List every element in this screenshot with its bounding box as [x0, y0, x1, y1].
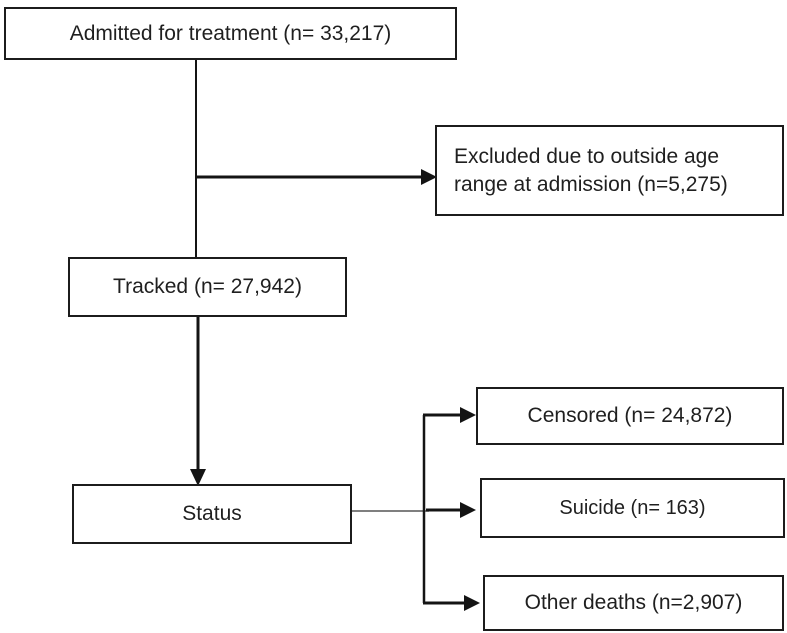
edge-status-censored	[423, 407, 476, 423]
node-status: Status	[72, 484, 352, 544]
node-status-label: Status	[182, 502, 242, 526]
edge-status-other-deaths	[423, 595, 480, 611]
arrowhead-right-icon	[460, 407, 476, 423]
node-admitted: Admitted for treatment (n= 33,217)	[4, 7, 457, 60]
edge-status-suicide	[426, 502, 476, 518]
node-admitted-label: Admitted for treatment (n= 33,217)	[69, 21, 392, 45]
node-censored-label: Censored (n= 24,872)	[527, 404, 733, 428]
node-tracked: Tracked (n= 27,942)	[68, 257, 347, 317]
edge-admitted-excluded	[196, 169, 437, 185]
node-other-deaths: Other deaths (n=2,907)	[483, 575, 784, 631]
node-excluded: Excluded due to outside age range at adm…	[435, 125, 784, 216]
node-suicide: Suicide (n= 163)	[480, 478, 785, 538]
node-censored: Censored (n= 24,872)	[476, 387, 784, 445]
node-tracked-label: Tracked (n= 27,942)	[113, 275, 302, 299]
node-suicide-label: Suicide (n= 163)	[559, 496, 706, 519]
node-excluded-label: Excluded due to outside age range at adm…	[454, 144, 728, 196]
arrowhead-right-icon	[464, 595, 480, 611]
node-other-deaths-label: Other deaths (n=2,907)	[524, 591, 743, 615]
edge-tracked-status	[190, 317, 206, 486]
arrowhead-right-icon	[460, 502, 476, 518]
